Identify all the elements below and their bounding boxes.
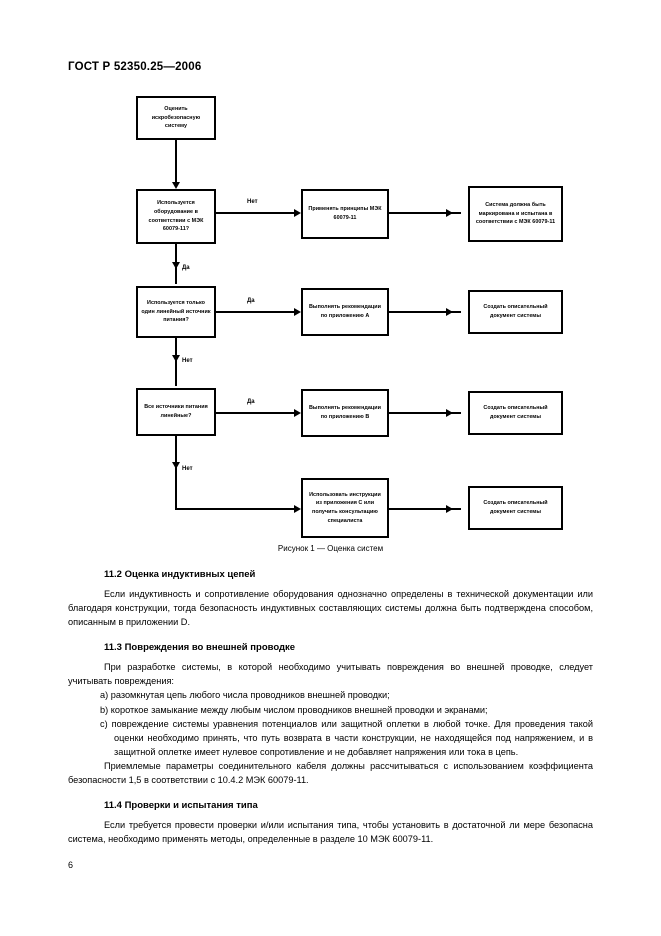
flowchart-node-action-4: Использовать инструкции из приложения C … [301,478,389,538]
flowchart-node-action-1: Применять принципы МЭК 60079-11 [301,189,389,239]
arrowhead-d1-to-a1 [294,209,301,217]
connector-d1-to-a1 [216,212,294,214]
arrowhead-d3-to-a4 [294,505,301,513]
edge-label-d3-right: Да [247,399,255,405]
section-11-3-paragraph-2: Приемлемые параметры соединительного каб… [68,760,593,786]
flowchart-node-decision-3: Все источники питания линейные? [136,388,216,436]
section-11-2-paragraph: Если индуктивность и сопротивление обору… [68,589,593,628]
spacer [68,787,593,800]
connector-a1-to-r1 [389,212,461,214]
arrowhead-a1-to-r1 [446,209,453,217]
connector-d3-down [175,436,177,510]
edge-label-d1-right: Нет [247,199,258,205]
arrowhead-start-to-d1 [172,182,180,189]
arrowhead-d2-down [172,355,180,362]
standard-header: ГОСТ Р 52350.25—2006 [68,61,202,73]
connector-a2-to-r2 [389,311,461,313]
arrowhead-d1-down [172,262,180,269]
edge-label-d2-down: Нет [182,358,193,364]
flowchart-node-result-2: Создать описательный документ системы [468,290,563,334]
flowchart-node-result-4: Создать описательный документ системы [468,486,563,530]
connector-d3-to-a4 [175,508,294,510]
spacer [68,580,593,587]
arrowhead-a4-to-r4 [446,505,453,513]
arrowhead-d3-down [172,462,180,469]
connector-d3-to-a3 [216,412,294,414]
list-item-c: c) повреждение системы уравнения потенци… [100,718,593,757]
list-item-a: a) разомкнутая цепь любого числа проводн… [100,690,390,701]
flowchart-node-action-3: Выполнять рекомендации по приложению B [301,389,389,437]
arrowhead-a2-to-r2 [446,308,453,316]
list-item-b: b) короткое замыкание между любым числом… [100,704,488,715]
section-heading-11-2: 11.2 Оценка индуктивных цепей [104,569,256,580]
page-number: 6 [68,860,74,870]
connector-d2-to-d3 [175,338,177,386]
connector-d2-to-a2 [216,311,294,313]
flowchart-node-decision-2: Используется только один линейный источн… [136,286,216,338]
edge-label-d2-right: Да [247,298,255,304]
section-11-3-paragraph: При разработке системы, в которой необхо… [68,662,593,687]
section-heading-11-3: 11.3 Повреждения во внешней проводке [104,642,296,654]
flowchart-node-action-2: Выполнять рекомендации по приложению А [301,288,389,336]
spacer [68,629,593,642]
edge-label-d3-down: Нет [182,466,193,472]
edge-label-d1-down: Да [182,265,190,271]
arrowhead-a3-to-r3 [446,409,453,417]
connector-a4-to-r4 [389,508,461,510]
connector-start-to-d1 [175,140,177,182]
section-11-4-paragraph: Если требуется провести проверки и/или и… [68,820,593,845]
connector-a3-to-r3 [389,412,461,414]
flowchart-node-start: Оценить искробезопасную систему [136,96,216,140]
section-heading-11-4: 11.4 Проверки и испытания типа [104,800,258,812]
spacer [68,811,593,818]
flowchart-node-decision-1: Используется оборудование в соответствии… [136,189,216,244]
arrowhead-d2-to-a2 [294,308,301,316]
arrowhead-d3-to-a3 [294,409,301,417]
figure-caption: Рисунок 1 — Оценка систем [277,544,384,553]
flowchart-node-result-1: Система должна быть маркирована и испыта… [468,186,563,242]
spacer [68,653,593,660]
flowchart-figure: Оценить искробезопасную систему Использу… [136,96,563,553]
body-content: 11.2 Оценка индуктивных цепей Если индук… [68,569,593,846]
flowchart-node-result-3: Создать описательный документ системы [468,391,563,435]
